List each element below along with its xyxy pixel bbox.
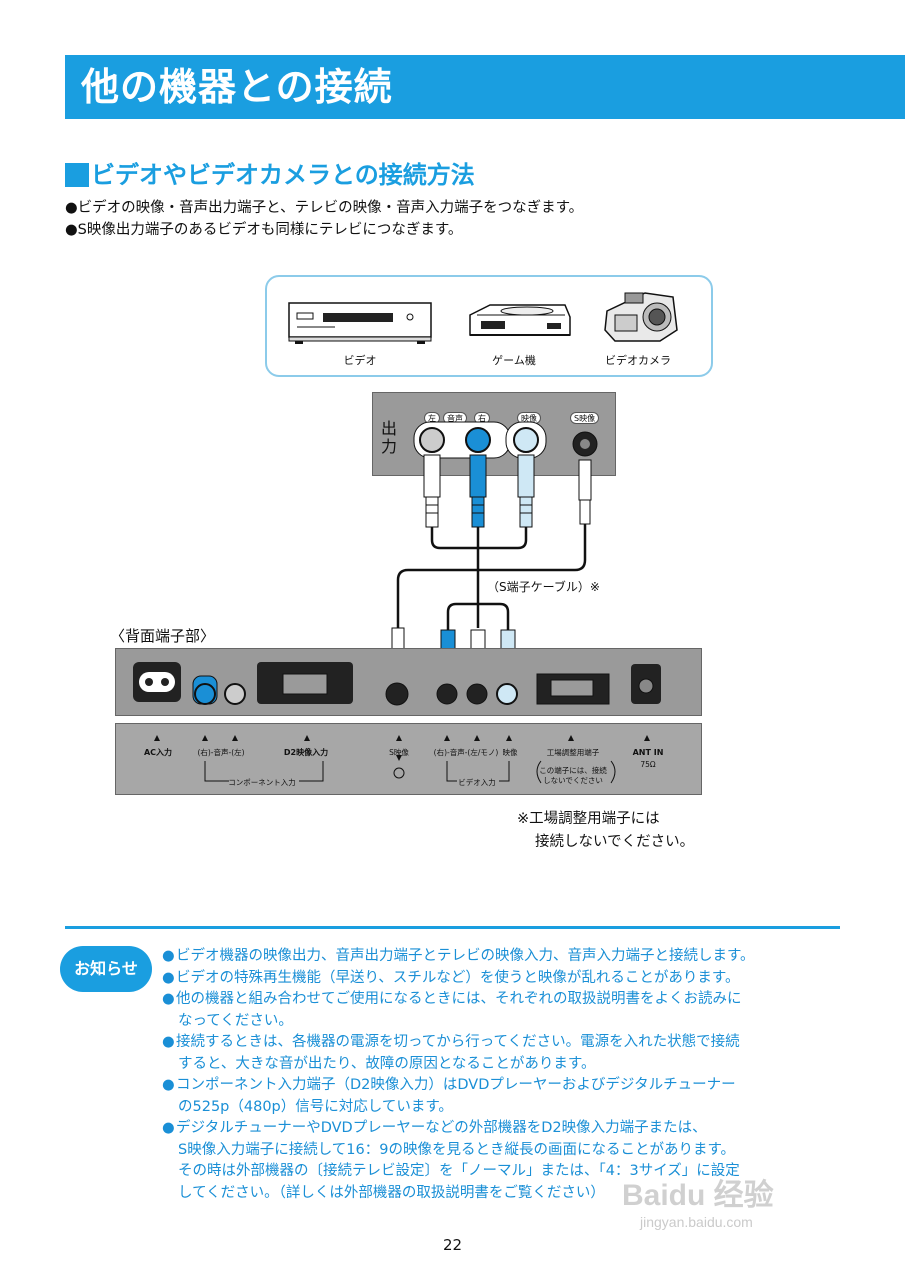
factory-note-line: ※工場調整用端子には — [517, 811, 660, 827]
label-ant: ANT IN — [632, 748, 664, 757]
game-console-icon — [469, 304, 571, 336]
notice-item-cont: その時は外部機器の〔接続テレビ設定〕を「ノーマル」または、「4：3サイズ」に設定 — [178, 1163, 740, 1179]
notice-item-cont: してください。（詳しくは外部機器の取扱説明書をご覧ください） — [178, 1184, 605, 1201]
output-jacks — [413, 421, 598, 459]
label-ac: AC入力 — [143, 748, 173, 757]
notice-item-cont: の525p（480p）信号に対応しています。 — [178, 1098, 453, 1115]
watermark-url: jingyan.baidu.com — [640, 1214, 753, 1230]
intro-bullets: ●ビデオの映像・音声出力端子と、テレビの映像・音声入力端子をつなぎます。 ●S映… — [65, 197, 583, 241]
page-number: 22 — [442, 1236, 463, 1254]
label-comp-group: コンポーネント入力 — [228, 778, 296, 787]
s-plug-top — [578, 459, 592, 525]
device-label-camcorder: ビデオカメラ — [605, 354, 671, 367]
device-label-game: ゲーム機 — [492, 354, 536, 367]
label-factory-note-1: この端子には、接続 — [539, 766, 607, 775]
factory-note: ※工場調整用端子には 接続しないでください。 — [517, 808, 694, 854]
notice-item: ●ビデオ機器の映像出力、音声出力端子とテレビの映像入力、音声入力端子と接続します… — [162, 948, 755, 964]
intro-bullet: ●S映像出力端子のあるビデオも同様にテレビにつなぎます。 — [65, 222, 463, 238]
label-d2: D2映像入力 — [283, 748, 329, 757]
intro-bullet: ●ビデオの映像・音声出力端子と、テレビの映像・音声入力端子をつなぎます。 — [65, 200, 584, 216]
rear-label-panel — [115, 723, 702, 795]
label-video: 映像 — [502, 748, 518, 757]
back-panel-label: 〈背面端子部〉 — [110, 627, 216, 645]
devices-illustration — [288, 292, 678, 344]
rca-plug-white — [423, 454, 441, 528]
section-divider — [65, 926, 840, 929]
label-vid-group: ビデオ入力 — [458, 778, 496, 787]
watermark-logo: Baidu 经验 — [622, 1179, 774, 1212]
notice-item-cont: なってください。 — [178, 1012, 293, 1029]
notice-item: ●コンポーネント入力端子（D2映像入力）はDVDプレーヤーおよびデジタルチューナ… — [162, 1077, 736, 1093]
device-label-video: ビデオ — [343, 354, 377, 367]
notice-item-cont: すると、大きな音が出たり、故障の原因となることがあります。 — [178, 1055, 596, 1072]
cables — [396, 524, 587, 632]
rca-plug-blue — [469, 454, 487, 528]
output-label: 出力 — [381, 419, 398, 456]
title-bar: 他の機器との接続 — [65, 55, 905, 119]
label-panel-marks — [154, 735, 650, 784]
tag-svideo: S映像 — [570, 412, 600, 424]
rca-plug-lightblue — [517, 454, 535, 528]
notice-item-cont: S映像入力端子に接続して16：9の映像を見るとき縦長の画面になることがあります。 — [178, 1141, 735, 1158]
notice-item: ●デジタルチューナーやDVDプレーヤーなどの外部機器をD2映像入力端子または、 — [162, 1120, 707, 1136]
notice-item: ●ビデオの特殊再生機能（早送り、スチルなど）を使うと映像が乱れることがあります。 — [162, 969, 740, 986]
label-ohm: 75Ω — [640, 760, 656, 769]
notice-item: ●他の機器と組み合わせてご使用になるときには、それぞれの取扱説明書をよくお読みに — [162, 991, 742, 1007]
vcr-icon — [288, 302, 432, 344]
label-svideo: S映像 — [389, 748, 409, 757]
rear-panel-jacks — [133, 662, 661, 706]
page-title: 他の機器との接続 — [81, 65, 393, 109]
label-comp-audio: (右)-音声-(左) — [197, 748, 245, 757]
notice-badge: お知らせ — [60, 946, 152, 992]
cable-label: （S端子ケーブル）※ — [487, 580, 600, 594]
section-title: ビデオやビデオカメラとの接続方法 — [65, 160, 475, 190]
label-factory: 工場調整用端子 — [546, 748, 600, 757]
factory-note-line: 接続しないでください。 — [535, 834, 695, 850]
label-factory-note-2: しないでください — [543, 776, 603, 785]
notice-list: ●ビデオ機器の映像出力、音声出力端子とテレビの映像入力、音声入力端子と接続します… — [162, 946, 755, 1204]
camcorder-icon — [604, 292, 678, 342]
label-vid-audio: (右)-音声-(左/モノ) — [433, 748, 499, 757]
square-icon — [65, 163, 89, 187]
section-title-text: ビデオやビデオカメラとの接続方法 — [91, 161, 475, 189]
notice-item: ●接続するときは、各機器の電源を切ってから行ってください。電源を入れた状態で接続 — [162, 1034, 740, 1050]
